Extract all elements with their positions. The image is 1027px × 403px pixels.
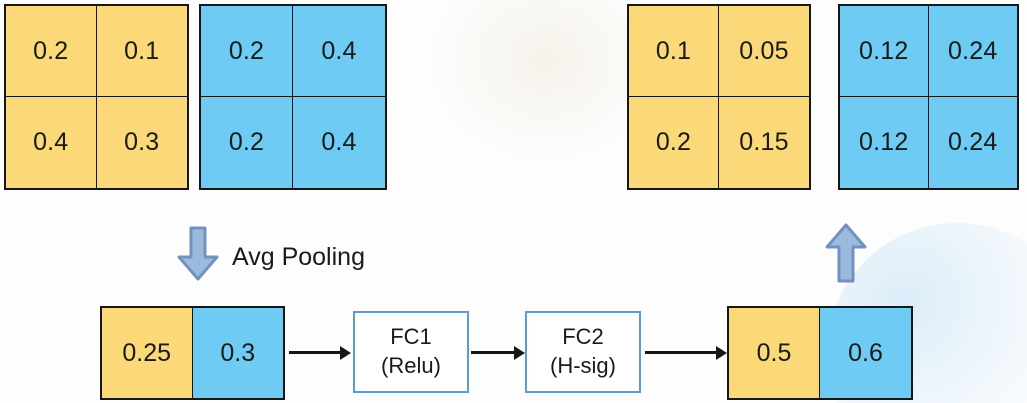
grid-cell: 0.2 [201,97,293,188]
grid-cell: 0.2 [629,97,719,188]
fc1-line1: FC1 [390,324,432,350]
grid-cell: 0.15 [719,97,809,188]
grid-cell: 0.2 [6,6,97,97]
arrow-down-block-icon [176,226,220,282]
arrow-right-icon [645,346,727,360]
grid-cell: 0.24 [928,97,1017,188]
vector-cell: 0.5 [729,308,820,398]
vector-cell: 0.25 [102,308,193,398]
background-wash-top [430,0,660,160]
fc1-line2: (Relu) [381,353,441,378]
grid-cell: 0.2 [201,6,293,97]
grid-cell: 0.4 [293,97,385,188]
grid-cell: 0.4 [293,6,385,97]
grid-cell: 0.1 [629,6,719,97]
fc2-block: FC2 (H-sig) [525,311,641,393]
output-feature-map-channel-2: 0.12 0.24 0.12 0.24 [838,4,1019,190]
arrow-up-block-icon [824,222,868,284]
grid-cell: 0.4 [6,97,97,188]
grid-cell: 0.05 [719,6,809,97]
fc1-block: FC1 (Relu) [353,311,469,393]
grid-cell: 0.1 [96,6,187,97]
fc2-line2: (H-sig) [550,353,616,378]
vector-cell: 0.3 [192,308,283,398]
grid-cell: 0.24 [928,6,1017,97]
grid-cell: 0.3 [96,97,187,188]
arrow-right-icon [289,346,351,360]
input-feature-map-channel-1: 0.2 0.1 0.4 0.3 [4,4,189,190]
vector-cell: 0.6 [820,308,911,398]
fc2-line1: FC2 [562,324,604,350]
excitation-weights-vector: 0.5 0.6 [727,306,913,400]
grid-cell: 0.12 [840,6,929,97]
input-feature-map-channel-2: 0.2 0.4 0.2 0.4 [199,4,387,190]
pooled-descriptor-vector: 0.25 0.3 [100,306,285,400]
arrow-right-icon [471,346,525,360]
grid-cell: 0.12 [840,97,929,188]
avg-pooling-label: Avg Pooling [232,243,365,271]
output-feature-map-channel-1: 0.1 0.05 0.2 0.15 [627,4,811,190]
